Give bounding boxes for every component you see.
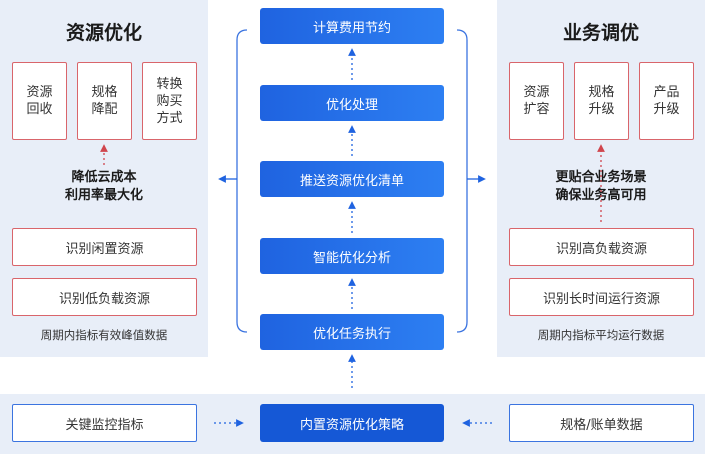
step-optimize-process[interactable]: 优化处理 bbox=[260, 85, 444, 121]
left-goal-line2: 利用率最大化 bbox=[64, 188, 143, 203]
left-panel-title: 资源优化 bbox=[65, 22, 142, 44]
left-goal-line1: 降低云成本 bbox=[71, 170, 137, 185]
right-item-longrun[interactable]: 识别长时间运行资源 bbox=[509, 278, 694, 316]
spec-bill-data-box[interactable]: 规格/账单数据 bbox=[509, 404, 694, 442]
right-goal-line1: 更贴合业务场景 bbox=[555, 170, 647, 185]
right-box-upgrade-spec[interactable]: 规格升级 bbox=[574, 62, 629, 140]
left-box-purchase[interactable]: 转换购买方式 bbox=[142, 62, 197, 140]
center-bracket-right bbox=[456, 29, 468, 333]
step-cost-saving[interactable]: 计算费用节约 bbox=[260, 8, 444, 44]
left-goal: 降低云成本 利用率最大化 bbox=[0, 169, 208, 205]
right-panel-title: 业务调优 bbox=[562, 22, 639, 44]
key-metrics-box[interactable]: 关键监控指标 bbox=[12, 404, 197, 442]
right-box-upgrade-product[interactable]: 产品升级 bbox=[639, 62, 694, 140]
center-bracket-left bbox=[236, 29, 248, 333]
right-goal: 更贴合业务场景 确保业务高可用 bbox=[497, 169, 705, 205]
right-item-highload[interactable]: 识别高负载资源 bbox=[509, 228, 694, 266]
right-note: 周期内指标平均运行数据 bbox=[537, 328, 665, 342]
step-push-list[interactable]: 推送资源优化清单 bbox=[260, 161, 444, 197]
right-box-scaleout[interactable]: 资源扩容 bbox=[509, 62, 564, 140]
left-item-idle[interactable]: 识别闲置资源 bbox=[12, 228, 197, 266]
step-task-execute[interactable]: 优化任务执行 bbox=[260, 314, 444, 350]
right-goal-line2: 确保业务高可用 bbox=[555, 188, 647, 203]
left-note: 周期内指标有效峰值数据 bbox=[40, 328, 168, 342]
builtin-strategy-box[interactable]: 内置资源优化策略 bbox=[260, 404, 444, 442]
step-smart-analysis[interactable]: 智能优化分析 bbox=[260, 238, 444, 274]
left-box-downsize[interactable]: 规格降配 bbox=[77, 62, 132, 140]
left-item-lowload[interactable]: 识别低负载资源 bbox=[12, 278, 197, 316]
left-box-recycle[interactable]: 资源回收 bbox=[12, 62, 67, 140]
